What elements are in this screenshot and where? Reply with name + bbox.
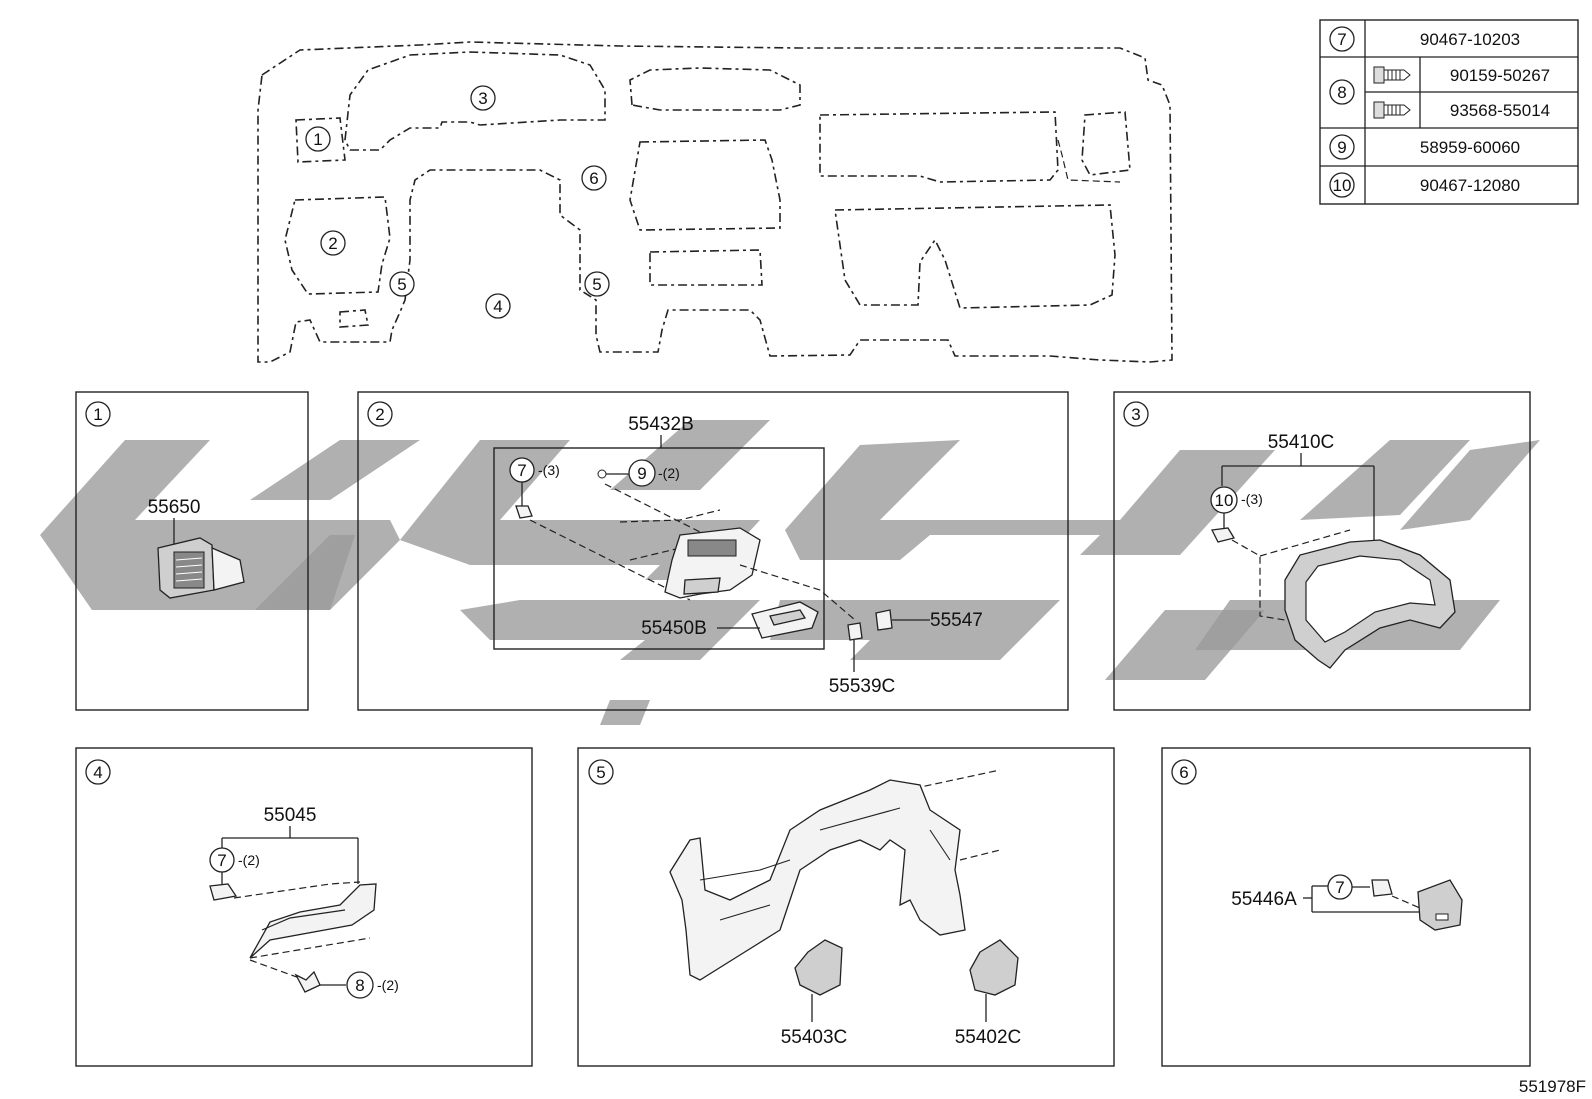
fastener-8-callout-p4: 8 -(2) xyxy=(249,959,399,999)
switch-panel-part xyxy=(1417,879,1463,931)
fastener-7-callout-p6: 7 xyxy=(1327,874,1393,900)
fastener-7-callout: 7 -(3) xyxy=(509,457,560,519)
svg-text:55402C: 55402C xyxy=(955,1027,1022,1048)
overview-callout-3: 3 xyxy=(470,85,496,111)
legend-row-10: 10 90467-12080 xyxy=(1329,172,1520,198)
panel-3: 3 55410C 10 -(3) xyxy=(1113,391,1531,711)
fastener-9-callout: 9 -(2) xyxy=(597,459,680,487)
part-55432B-label: 55432B xyxy=(628,414,694,435)
part-55539C: 55539C xyxy=(829,622,896,697)
fastener-legend-table: 7 90467-10203 8 90159-50267 93568-55014 … xyxy=(1319,19,1579,205)
svg-text:1: 1 xyxy=(93,405,102,424)
svg-text:-(2): -(2) xyxy=(658,465,680,481)
svg-text:-(3): -(3) xyxy=(538,462,560,478)
part-55403C: 55403C xyxy=(781,939,848,1048)
svg-text:6: 6 xyxy=(589,169,598,188)
svg-text:7: 7 xyxy=(217,851,226,870)
svg-text:8: 8 xyxy=(1337,83,1346,102)
part-55650-label: 55650 xyxy=(148,497,201,518)
svg-text:55403C: 55403C xyxy=(781,1027,848,1048)
overview-callout-2: 2 xyxy=(320,230,346,256)
svg-text:5: 5 xyxy=(397,275,406,294)
svg-text:90467-12080: 90467-12080 xyxy=(1420,176,1520,195)
part-55045-label: 55045 xyxy=(264,805,317,826)
svg-text:93568-55014: 93568-55014 xyxy=(1450,101,1550,120)
svg-text:58959-60060: 58959-60060 xyxy=(1420,138,1520,157)
screw-icon xyxy=(1373,101,1411,119)
air-vent-part xyxy=(157,537,245,599)
svg-text:10: 10 xyxy=(1215,491,1234,510)
svg-text:55450B: 55450B xyxy=(641,618,707,639)
part-55446A-label: 55446A xyxy=(1231,889,1297,910)
svg-text:4: 4 xyxy=(493,297,502,316)
svg-text:-(2): -(2) xyxy=(377,977,399,993)
overview-callout-5a: 5 xyxy=(389,271,415,297)
bolt-icon xyxy=(1373,66,1411,84)
watermark-logo xyxy=(40,420,1540,725)
panel-4: 4 55045 7 -(2) 8 -(2) xyxy=(75,747,533,1067)
svg-text:90467-10203: 90467-10203 xyxy=(1420,30,1520,49)
svg-text:3: 3 xyxy=(478,89,487,108)
instrument-cluster-hood xyxy=(1284,539,1456,669)
svg-text:55547: 55547 xyxy=(930,610,983,631)
panel-1: 1 55650 xyxy=(75,391,309,711)
panel-6: 6 55446A 7 xyxy=(1161,747,1531,1067)
svg-text:7: 7 xyxy=(1337,30,1346,49)
svg-text:7: 7 xyxy=(517,461,526,480)
svg-text:3: 3 xyxy=(1131,405,1140,424)
svg-text:-(2): -(2) xyxy=(238,852,260,868)
diagram-code: 551978F xyxy=(1519,1077,1586,1096)
overview-callout-5b: 5 xyxy=(584,271,610,297)
svg-text:9: 9 xyxy=(1337,138,1346,157)
panel-2: 2 55432B 7 -(3) 9 -(2) xyxy=(357,391,1069,711)
svg-text:90159-50267: 90159-50267 xyxy=(1450,66,1550,85)
fastener-7-callout-p4: 7 -(2) xyxy=(209,847,260,901)
part-55402C: 55402C xyxy=(955,939,1022,1048)
legend-row-8: 8 90159-50267 93568-55014 xyxy=(1329,66,1550,120)
panel-1-ref xyxy=(85,401,111,427)
center-bracket-part xyxy=(529,483,761,601)
part-55450B: 55450B xyxy=(641,601,819,639)
part-55547: 55547 xyxy=(875,609,983,631)
panel-5: 5 55403C 55402C xyxy=(577,747,1115,1067)
svg-text:2: 2 xyxy=(328,234,337,253)
part-55410C-label: 55410C xyxy=(1268,432,1335,453)
dashboard-overview: 1 2 3 4 5 5 6 xyxy=(257,41,1173,363)
legend-row-7: 7 90467-10203 xyxy=(1329,26,1520,52)
svg-text:-(3): -(3) xyxy=(1241,491,1263,507)
svg-text:2: 2 xyxy=(375,405,384,424)
reinforcement-frame xyxy=(669,769,1001,981)
legend-row-9: 9 58959-60060 xyxy=(1329,134,1520,160)
overview-callout-6: 6 xyxy=(581,165,607,191)
svg-text:10: 10 xyxy=(1333,176,1352,195)
svg-text:4: 4 xyxy=(93,763,102,782)
svg-text:6: 6 xyxy=(1179,763,1188,782)
svg-text:1: 1 xyxy=(313,130,322,149)
svg-text:7: 7 xyxy=(1335,878,1344,897)
lower-panel-part xyxy=(249,883,377,959)
svg-text:5: 5 xyxy=(592,275,601,294)
svg-text:55539C: 55539C xyxy=(829,676,896,697)
fastener-10-callout: 10 -(3) xyxy=(1210,486,1263,543)
svg-text:9: 9 xyxy=(637,464,646,483)
overview-callout-4: 4 xyxy=(485,293,511,319)
svg-text:5: 5 xyxy=(596,763,605,782)
svg-text:8: 8 xyxy=(355,976,364,995)
overview-callout-1: 1 xyxy=(305,126,331,152)
